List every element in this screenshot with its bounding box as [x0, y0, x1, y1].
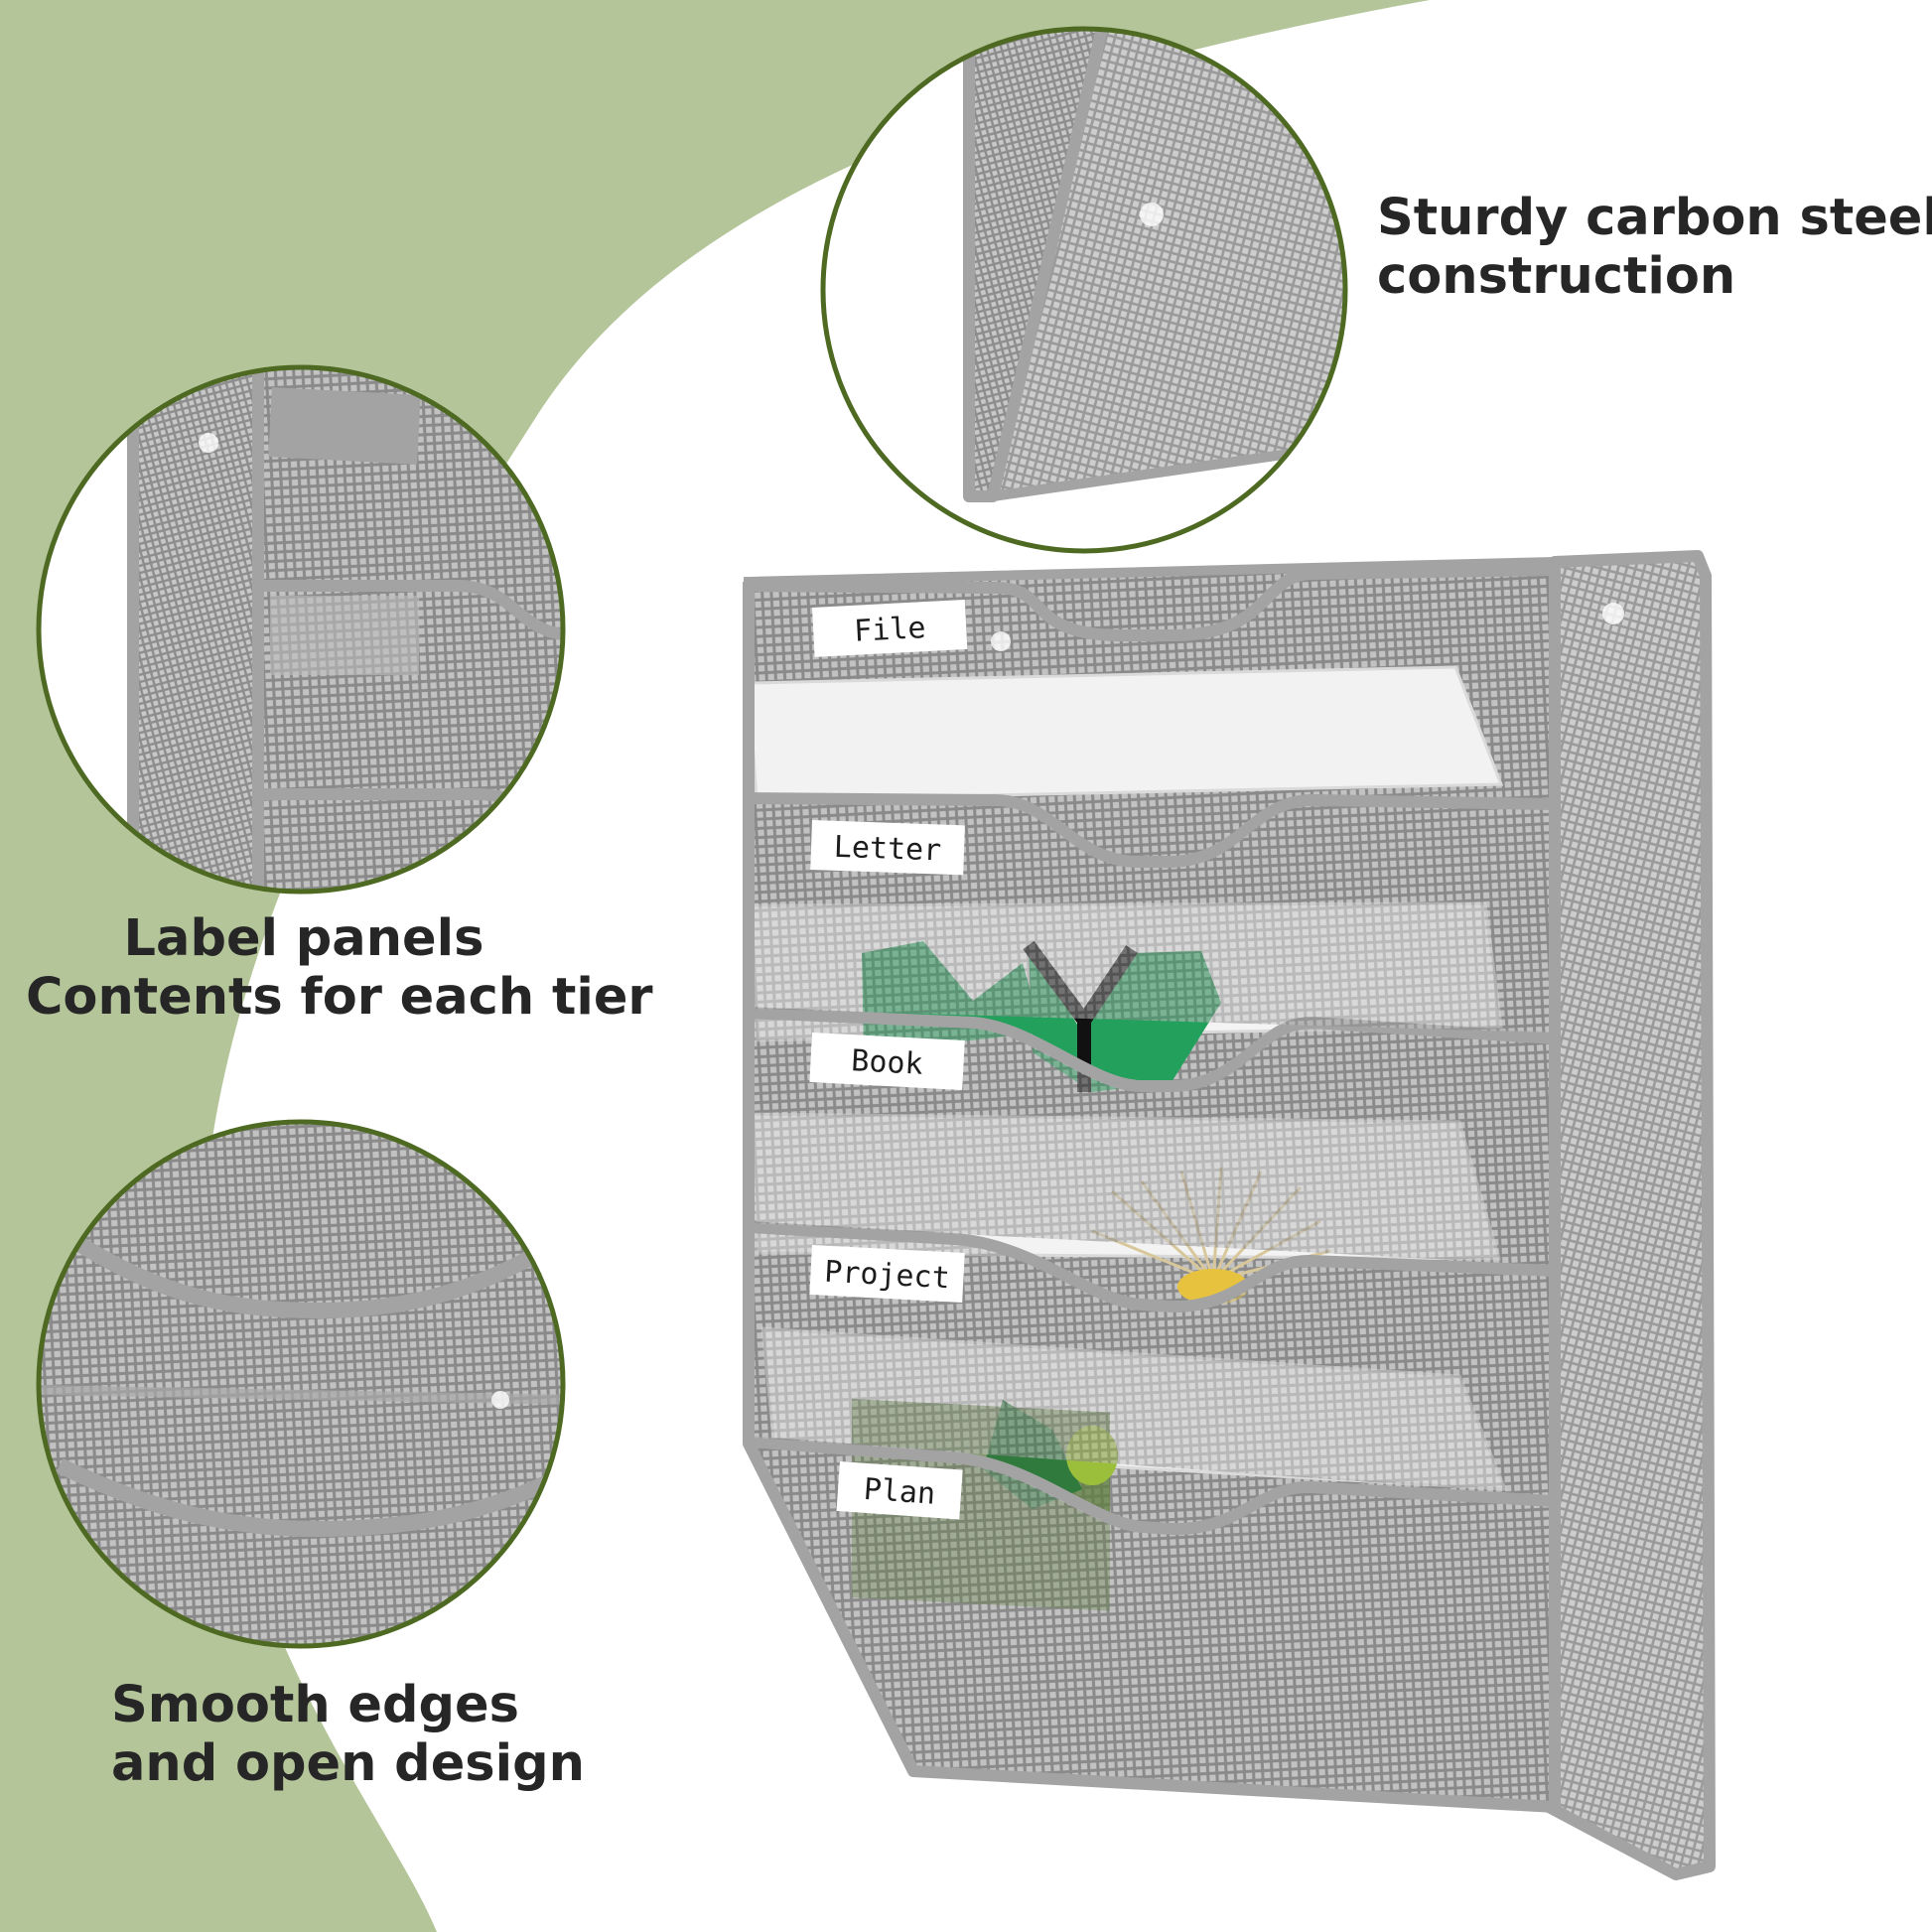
- caption-label-line2: Contents for each tier: [26, 968, 653, 1027]
- label-tag-project: Project: [809, 1245, 965, 1303]
- caption-smooth-line1: Smooth edges: [111, 1676, 519, 1734]
- label-tag-project-text: Project: [823, 1255, 950, 1297]
- label-tag-letter: Letter: [810, 820, 965, 876]
- detail-circle-steel-ring: [820, 26, 1348, 554]
- label-tag-file: File: [812, 599, 968, 657]
- organizer-side-panel: [1543, 550, 1716, 1880]
- caption-label-line1: Label panels: [123, 909, 484, 968]
- caption-label-panels: Label panels Contents for each tier: [26, 909, 653, 1027]
- detail-circle-smooth-edges-ring: [36, 1119, 566, 1649]
- caption-steel-line1: Sturdy carbon steel: [1377, 189, 1932, 247]
- label-tag-letter-text: Letter: [833, 830, 942, 869]
- wall-file-organizer: File Letter Book Project Plan: [743, 550, 1716, 1880]
- caption-smooth-line2: and open design: [111, 1734, 585, 1793]
- label-tag-plan: Plan: [836, 1461, 963, 1520]
- tier-rails: [748, 564, 1556, 1536]
- detail-circle-smooth-edges: [36, 1119, 566, 1649]
- label-tag-book: Book: [809, 1033, 965, 1090]
- organizer-frame: [743, 562, 1561, 1813]
- tier-label-tags: File Letter Book Project Plan: [809, 599, 968, 1520]
- caption-steel-construction: Sturdy carbon steel construction: [1377, 189, 1932, 306]
- detail-circle-steel: [820, 26, 1348, 554]
- caption-steel-line2: construction: [1377, 247, 1736, 306]
- label-tag-file-text: File: [853, 611, 926, 649]
- label-tag-plan-text: Plan: [863, 1472, 937, 1512]
- detail-circle-label-panel-ring: [36, 364, 566, 895]
- steel-corner-panel-right: [993, 29, 1345, 496]
- label-tag-book-text: Book: [851, 1043, 924, 1082]
- caption-smooth-edges: Smooth edges and open design: [111, 1676, 585, 1793]
- paper-1: [747, 665, 1504, 802]
